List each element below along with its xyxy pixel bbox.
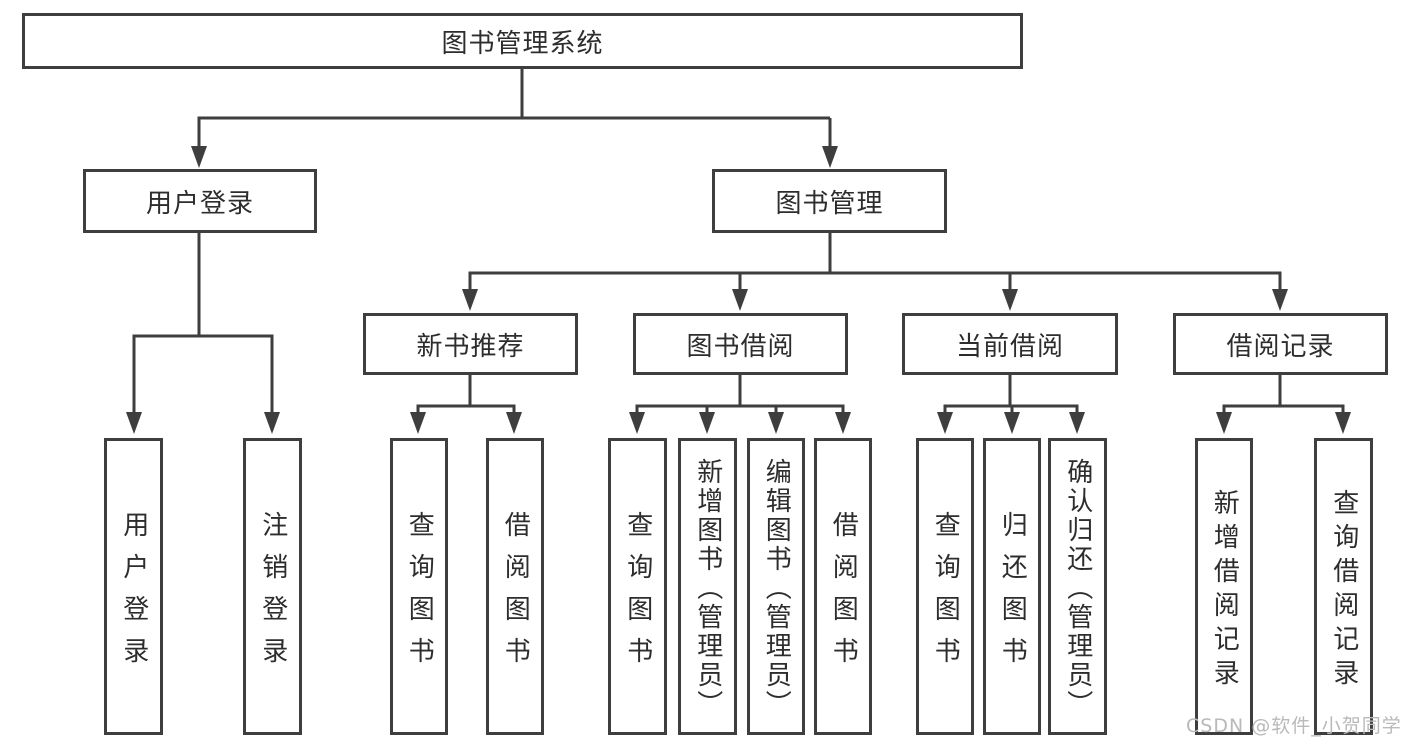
node-borrow-books-recommend: 借阅图书 <box>486 438 544 735</box>
node-edit-book-admin: 编辑图书（管理员） <box>747 438 805 735</box>
node-book-borrowing-label: 图书借阅 <box>686 331 795 362</box>
watermark: CSDN @软件_小贺同学 <box>1186 715 1402 737</box>
node-query-borrow-record: 查询借阅记录 <box>1314 438 1373 735</box>
node-borrow-books-borrow: 借阅图书 <box>814 438 872 735</box>
node-logout-action-label: 注销登录 <box>257 510 288 679</box>
node-book-management: 图书管理 <box>712 169 947 233</box>
connector-lines <box>132 69 1345 414</box>
node-current-borrowing-label: 当前借阅 <box>955 331 1064 362</box>
node-new-book-recommendation-label: 新书推荐 <box>416 331 525 362</box>
node-borrow-books-borrow-label: 借阅图书 <box>828 510 859 679</box>
node-query-books-recommend-label: 查询图书 <box>404 510 435 679</box>
node-query-borrow-record-label: 查询借阅记录 <box>1328 488 1359 693</box>
node-library-system: 图书管理系统 <box>22 13 1023 69</box>
node-user-login-label: 用户登录 <box>145 188 254 219</box>
node-query-books-recommend: 查询图书 <box>390 438 448 735</box>
node-book-management-label: 图书管理 <box>775 188 884 219</box>
node-book-borrowing: 图书借阅 <box>633 313 848 375</box>
node-add-borrow-record-label: 新增借阅记录 <box>1209 488 1240 693</box>
node-borrowing-records: 借阅记录 <box>1173 313 1388 375</box>
node-user-login-action: 用户登录 <box>104 438 163 735</box>
node-current-borrowing: 当前借阅 <box>902 313 1118 375</box>
node-confirm-return-admin-label: 确认归还（管理员） <box>1062 457 1093 719</box>
node-add-borrow-record: 新增借阅记录 <box>1195 438 1253 735</box>
node-return-book-label: 归还图书 <box>997 510 1028 679</box>
node-edit-book-admin-label: 编辑图书（管理员） <box>761 457 792 719</box>
node-query-books-borrow-label: 查询图书 <box>622 510 653 679</box>
node-return-book: 归还图书 <box>983 438 1041 735</box>
node-query-books-current: 查询图书 <box>916 438 974 735</box>
node-new-book-recommendation: 新书推荐 <box>363 313 578 375</box>
node-query-books-current-label: 查询图书 <box>930 510 961 679</box>
node-query-books-borrow: 查询图书 <box>608 438 667 735</box>
node-confirm-return-admin: 确认归还（管理员） <box>1048 438 1107 735</box>
node-user-login: 用户登录 <box>83 169 317 233</box>
arrowheads <box>126 146 1351 434</box>
node-add-book-admin-label: 新增图书（管理员） <box>692 457 723 719</box>
node-logout-action: 注销登录 <box>243 438 302 735</box>
node-user-login-action-label: 用户登录 <box>118 510 149 679</box>
node-borrow-books-recommend-label: 借阅图书 <box>500 510 531 679</box>
node-add-book-admin: 新增图书（管理员） <box>678 438 737 735</box>
node-library-system-label: 图书管理系统 <box>441 28 604 59</box>
node-borrowing-records-label: 借阅记录 <box>1226 331 1335 362</box>
